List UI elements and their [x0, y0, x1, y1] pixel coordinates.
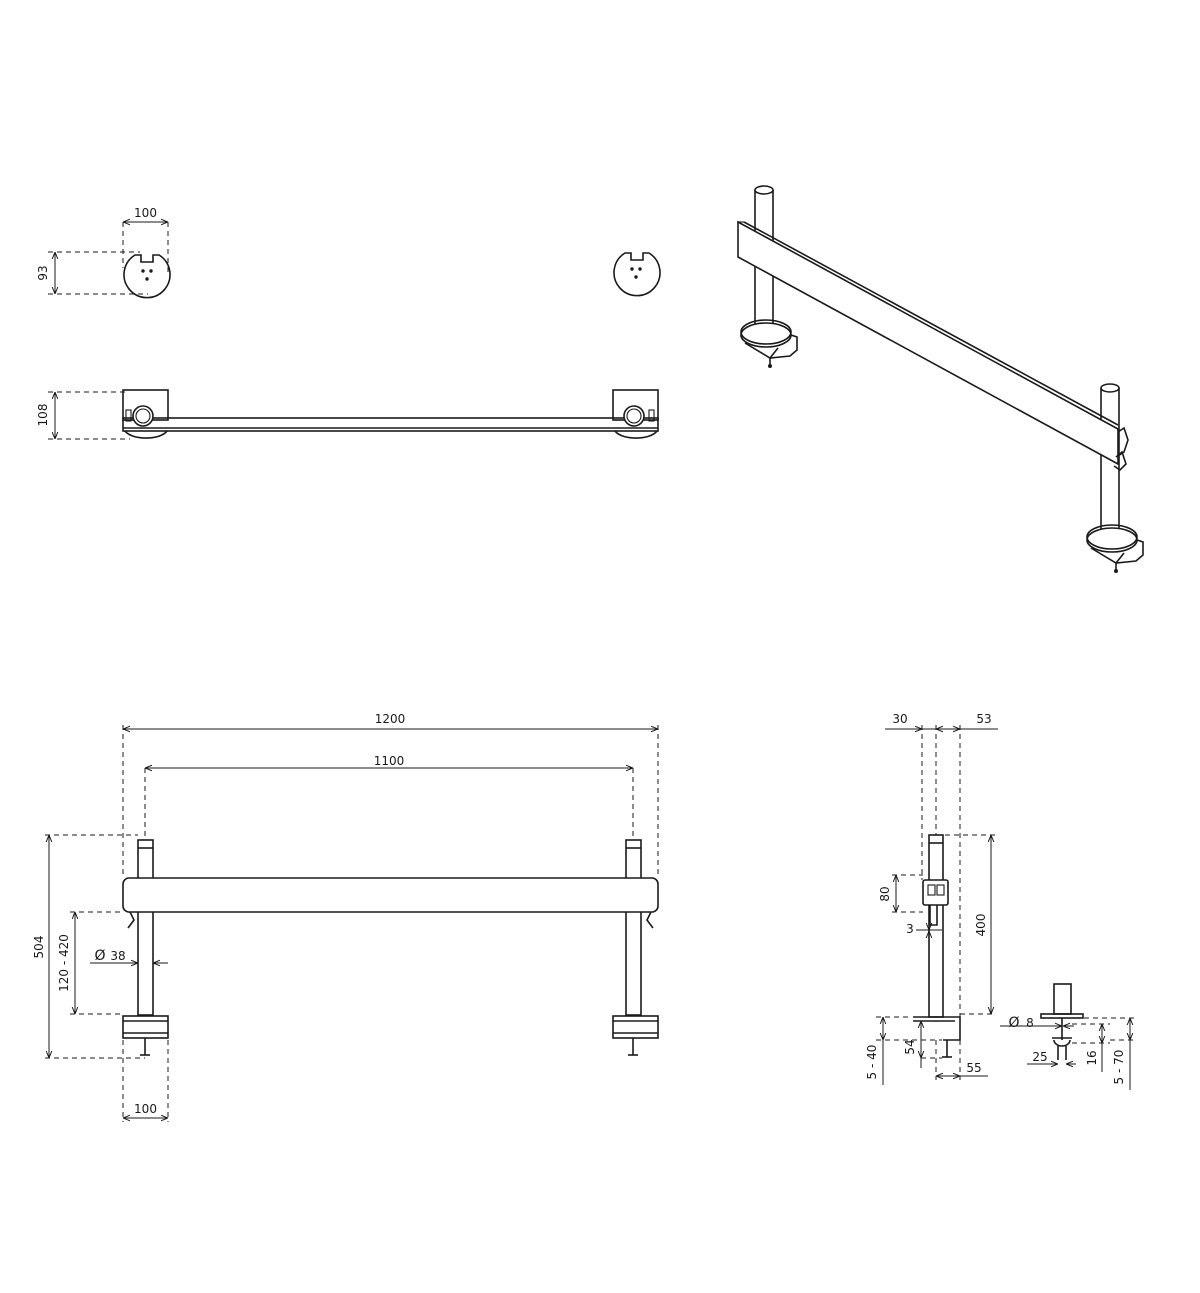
dim-pole-spacing: 1100 — [374, 754, 405, 768]
dim-side-rear: 30 — [892, 712, 907, 726]
dim-overall-height: 504 — [32, 936, 46, 959]
dim-bolt-diameter: 8 — [1026, 1016, 1034, 1030]
grommet-detail: Ø 8 25 16 5 - 70 — [1000, 983, 1136, 1090]
dim-pole-diameter-symbol: Ø — [94, 948, 105, 964]
top-view: 100 93 — [36, 206, 661, 299]
dim-pole-height: 400 — [974, 914, 988, 937]
front-elevation: 1200 1100 504 120 - 420 Ø 38 100 — [32, 712, 659, 1122]
dim-desk-thickness: 5 - 40 — [865, 1045, 879, 1080]
dim-clamp-width: 100 — [134, 1102, 157, 1116]
dim-overall-width: 1200 — [375, 712, 406, 726]
dim-grommet-thickness: 5 - 70 — [1112, 1050, 1126, 1085]
plan-view: 108 — [36, 389, 659, 440]
dim-plan-height: 108 — [36, 404, 50, 427]
isometric-view — [737, 185, 1144, 573]
side-elevation: 30 53 400 80 3 5 - 40 54 55 — [865, 712, 998, 1085]
dim-bracket-gap: 3 — [906, 922, 914, 936]
dim-side-front: 53 — [976, 712, 991, 726]
base-disc-right — [613, 252, 661, 297]
dim-grommet-width: 25 — [1032, 1050, 1047, 1064]
dim-bolt-diameter-symbol: Ø — [1008, 1015, 1019, 1031]
dim-pole-diameter: 38 — [110, 949, 125, 963]
dim-top-width: 100 — [134, 206, 157, 220]
dim-clamp-reach: 55 — [966, 1061, 981, 1075]
dim-bracket-height: 80 — [878, 886, 892, 901]
dim-bar-height-range: 120 - 420 — [57, 934, 71, 992]
base-disc-left — [123, 254, 171, 299]
dim-grommet-plate: 16 — [1085, 1050, 1099, 1065]
dim-top-depth: 93 — [36, 265, 50, 280]
dim-clamp-depth: 54 — [903, 1039, 917, 1054]
